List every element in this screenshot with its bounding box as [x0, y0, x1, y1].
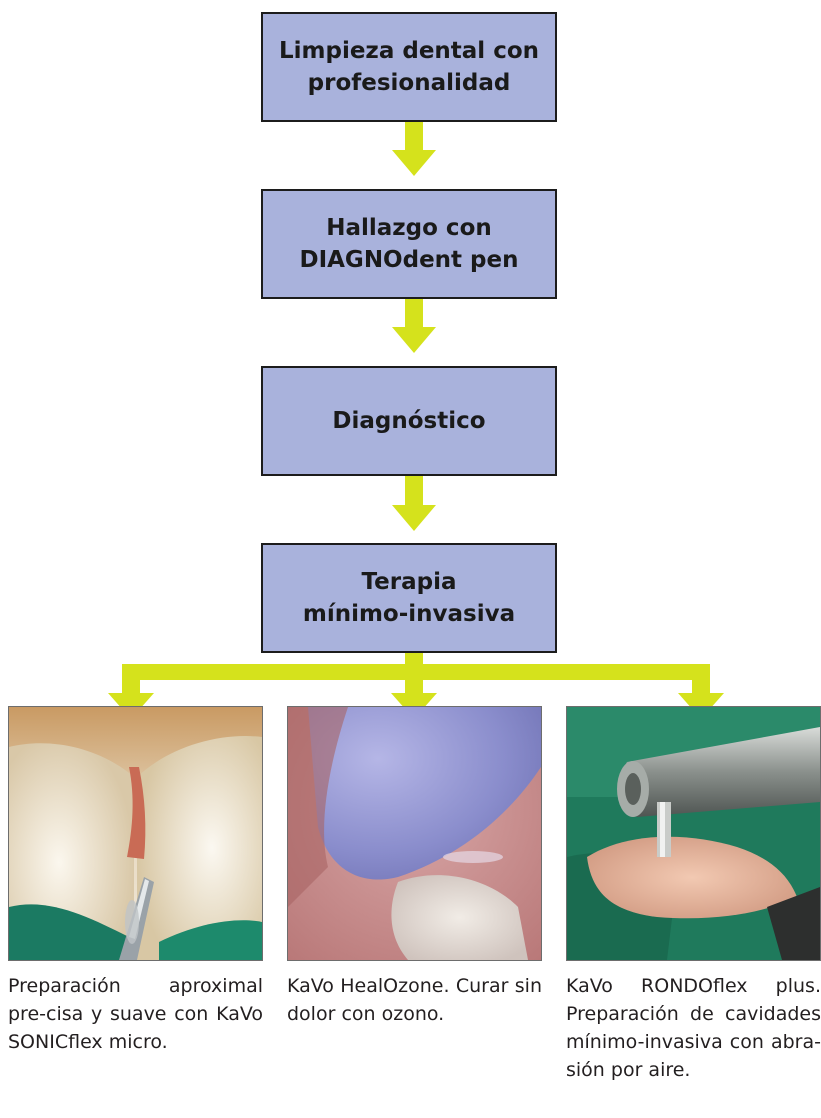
step-label-therapy: Terapia mínimo-invasiva — [303, 566, 515, 630]
step-label-diagnosis: Diagnóstico — [332, 405, 485, 437]
healozone-treatment-photo — [287, 706, 542, 961]
step-box-cleaning: Limpieza dental con profesionalidad — [261, 12, 557, 122]
tooth-approximal-preparation-photo — [8, 706, 263, 961]
step-box-detection: Hallazgo con DIAGNOdent pen — [261, 189, 557, 299]
step-box-therapy: Terapia mínimo-invasiva — [261, 543, 557, 653]
step-label-cleaning: Limpieza dental con profesionalidad — [279, 35, 539, 99]
step-box-diagnosis: Diagnóstico — [261, 366, 557, 476]
rondoflex-air-abrasion-photo — [566, 706, 821, 961]
step-label-detection: Hallazgo con DIAGNOdent pen — [299, 212, 518, 276]
caption-healozone: KaVo HealOzone. Curar sin dolor con ozon… — [287, 972, 542, 1028]
arrow-down-2 — [392, 297, 436, 353]
caption-sonicflex: Preparación aproximal pre-cisa y suave c… — [8, 972, 263, 1056]
arrow-down-3 — [392, 475, 436, 531]
caption-rondoflex: KaVo RONDOflex plus. Preparación de cavi… — [566, 972, 821, 1084]
arrow-down-1 — [392, 120, 436, 176]
